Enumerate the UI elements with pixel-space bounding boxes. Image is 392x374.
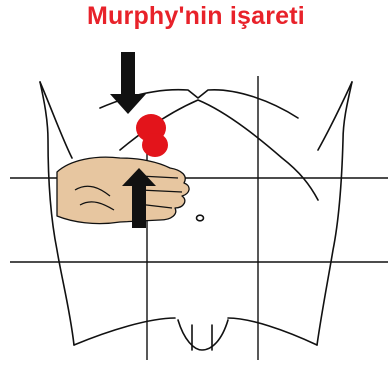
gallbladder bbox=[136, 114, 168, 157]
hand-shape bbox=[57, 157, 189, 223]
left-chest-line bbox=[40, 82, 72, 158]
examining-hand bbox=[57, 157, 189, 223]
left-groin-line bbox=[74, 318, 175, 345]
right-groin-line bbox=[228, 318, 317, 345]
pubic-inner-lines bbox=[192, 325, 212, 350]
navel bbox=[197, 215, 204, 221]
right-flank-line bbox=[317, 82, 352, 345]
right-chest-line bbox=[318, 82, 352, 150]
pubic-outline bbox=[178, 320, 228, 350]
downward-arrow bbox=[110, 52, 146, 114]
